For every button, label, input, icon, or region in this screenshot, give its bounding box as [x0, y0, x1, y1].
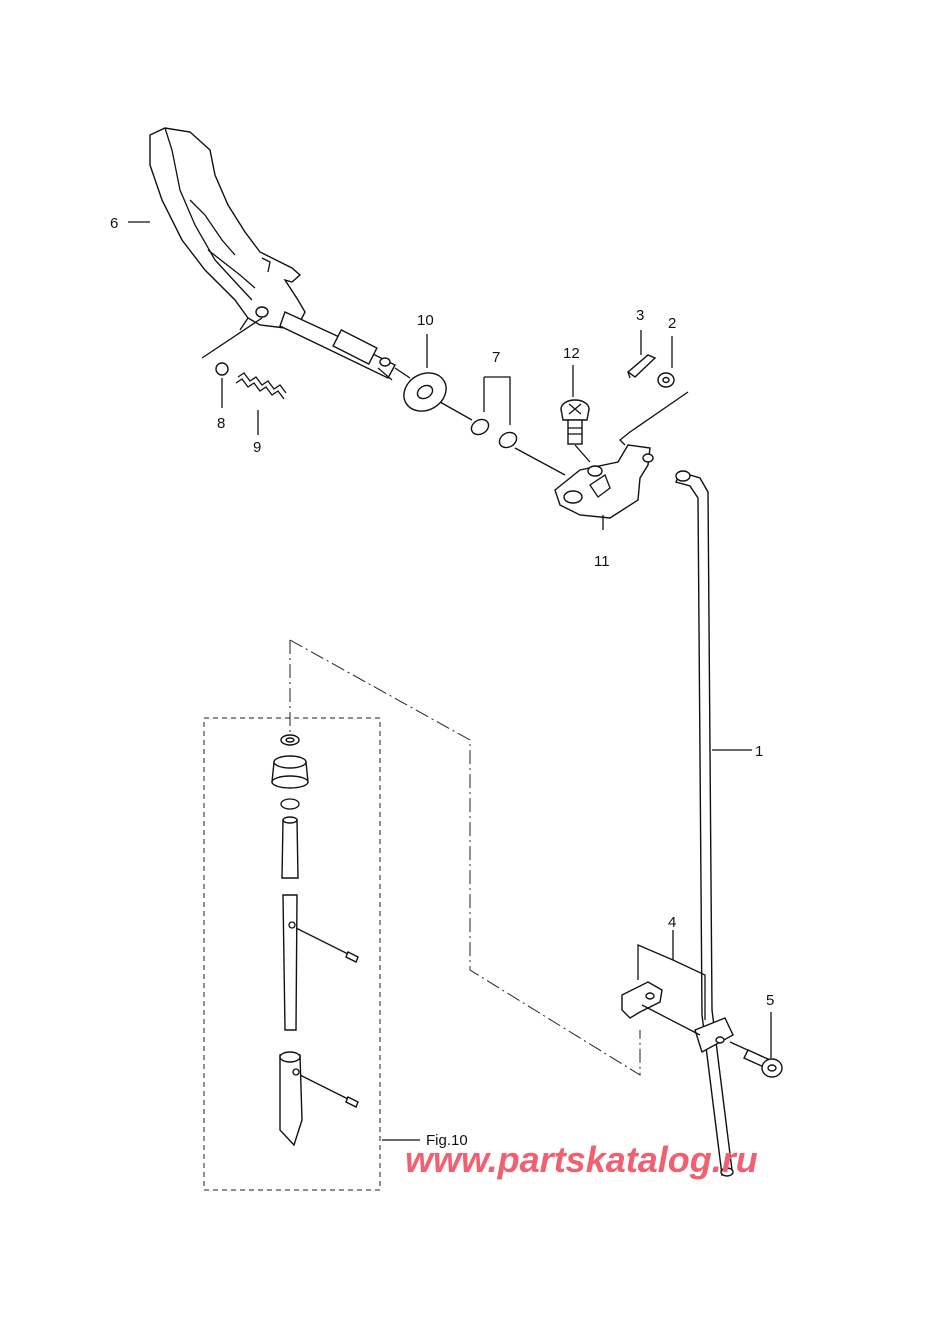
oring-part — [470, 418, 490, 436]
cotter-pin-part — [626, 354, 657, 379]
screw-part — [743, 1049, 783, 1078]
bolt-part — [560, 399, 590, 445]
reference-leader — [289, 639, 641, 1076]
small-washer-hole — [662, 376, 670, 384]
callout-4: 4 — [668, 914, 676, 931]
callout-11: 11 — [594, 553, 610, 570]
washer-part — [403, 372, 447, 412]
watermark-text: www.partskatalog.ru — [405, 1139, 758, 1180]
figure-reference-label: Fig.10 — [426, 1132, 468, 1149]
callout-6: 6 — [110, 215, 118, 232]
shift-rod-part — [675, 470, 734, 1177]
clamp-part — [621, 981, 734, 1054]
callout-10: 10 — [417, 312, 434, 329]
oring-part — [498, 431, 518, 449]
callout-12: 12 — [563, 345, 580, 362]
tiller-shaft-part — [279, 311, 396, 381]
callout-5: 5 — [766, 992, 774, 1009]
callout-8: 8 — [217, 415, 225, 432]
tiller-handle-part — [149, 127, 306, 331]
spring-part — [235, 372, 287, 400]
reference-box-parts — [271, 734, 359, 1147]
ball-part — [215, 362, 229, 376]
callout-3: 3 — [636, 307, 644, 324]
bracket-part — [554, 444, 654, 519]
callout-9: 9 — [253, 439, 261, 456]
callout-2: 2 — [668, 315, 676, 332]
callout-1: 1 — [755, 743, 763, 760]
callout-7: 7 — [492, 349, 500, 366]
